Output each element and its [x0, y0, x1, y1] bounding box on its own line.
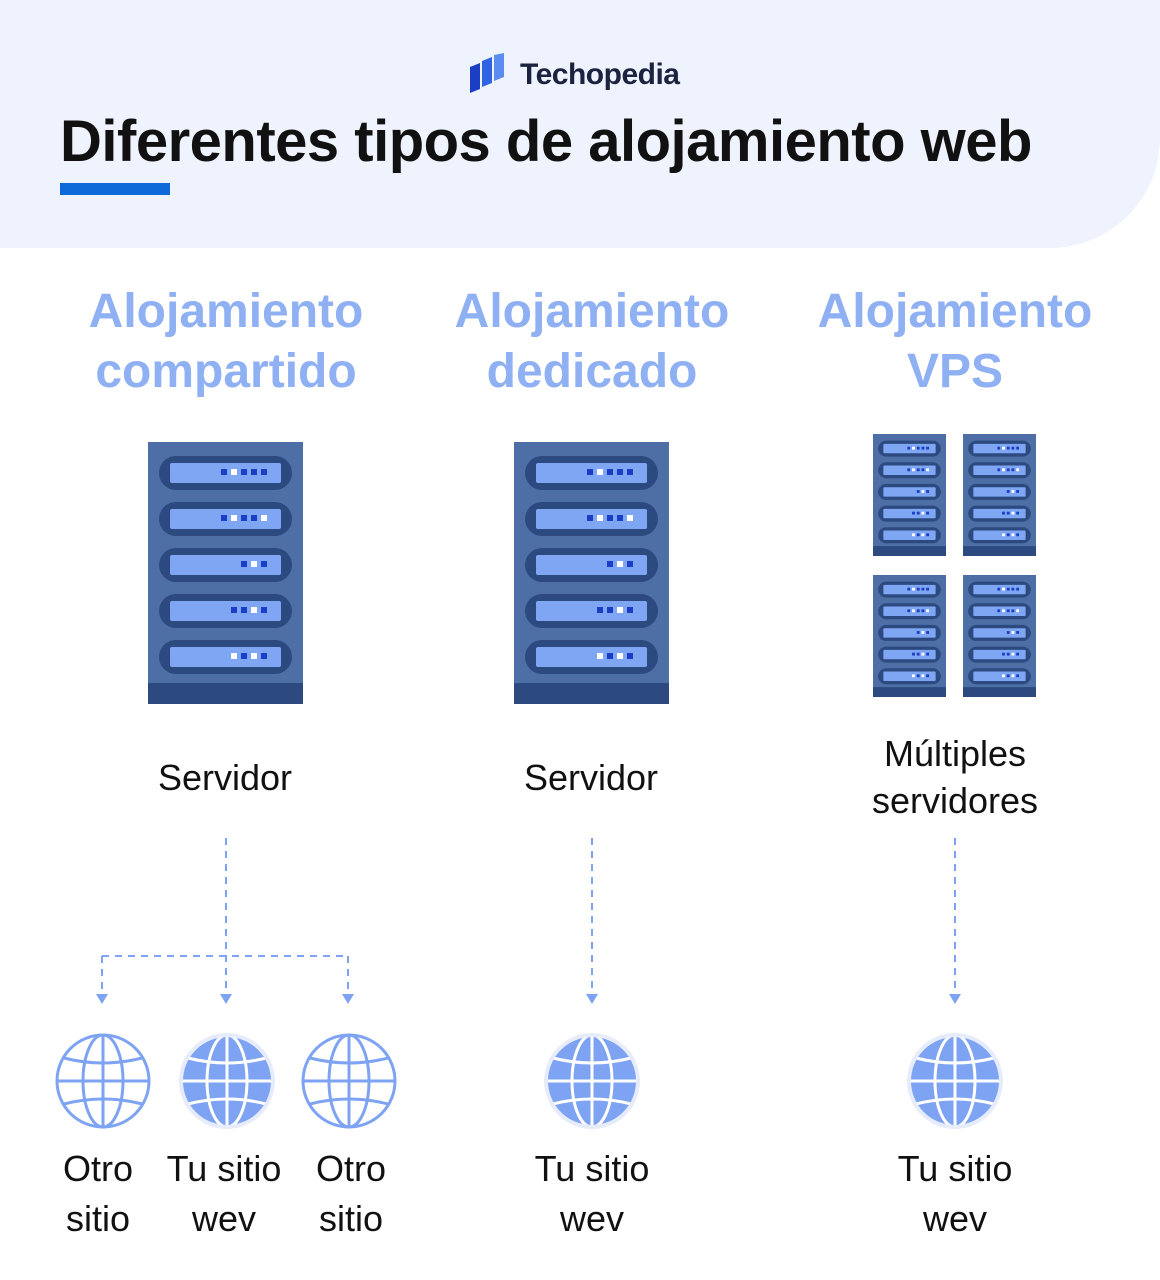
- site-label-line: Otro: [315, 1148, 386, 1189]
- server-label-line: Servidor: [523, 757, 659, 798]
- heading-shared-hosting: Alojamiento compartido: [46, 282, 406, 402]
- heading-vps-hosting: Alojamiento VPS: [775, 282, 1135, 402]
- site-label-line: sitio: [318, 1198, 384, 1239]
- server-label: Servidor: [75, 754, 375, 801]
- arrow-head-icon: [586, 994, 598, 1004]
- server-small-icon: [963, 434, 1036, 556]
- site-label-line: sitio: [65, 1198, 131, 1239]
- brand-name: Techopedia: [520, 58, 680, 91]
- techopedia-logo-icon: [470, 53, 504, 93]
- server-label-line: servidores: [871, 780, 1039, 821]
- heading-line: Alojamiento: [817, 285, 1093, 338]
- server-label: Múltiples servidores: [805, 730, 1105, 824]
- site-label-line: wev: [191, 1198, 257, 1239]
- server-label-line: Servidor: [157, 757, 293, 798]
- heading-line: dedicado: [486, 345, 698, 398]
- globe-outline-icon: [55, 1033, 151, 1129]
- arrow-head-icon: [220, 994, 232, 1004]
- server-rack-icon: [148, 442, 303, 704]
- header-background: [0, 0, 1160, 248]
- site-label: Tu sitio wev: [512, 1144, 672, 1244]
- heading-dedicated-hosting: Alojamiento dedicado: [412, 282, 772, 402]
- arrow-head-icon: [949, 994, 961, 1004]
- heading-line: Alojamiento: [88, 285, 364, 338]
- server-label: Servidor: [441, 754, 741, 801]
- globe-filled-icon: [179, 1033, 275, 1129]
- server-label-line: Múltiples: [883, 733, 1027, 774]
- site-label-line: wev: [922, 1198, 988, 1239]
- site-label-line: Otro: [62, 1148, 133, 1189]
- heading-line: compartido: [95, 345, 357, 398]
- server-small-icon: [873, 575, 946, 697]
- site-label: Otro sitio: [271, 1144, 431, 1244]
- arrow-head-icon: [96, 994, 108, 1004]
- globe-outline-icon: [301, 1033, 397, 1129]
- site-label: Tu sitio wev: [875, 1144, 1035, 1244]
- page-title: Diferentes tipos de alojamiento web: [60, 109, 1032, 174]
- site-label-line: Tu sitio: [166, 1148, 282, 1189]
- site-label-line: Tu sitio: [897, 1148, 1013, 1189]
- title-underline: [60, 183, 170, 195]
- heading-line: Alojamiento: [454, 285, 730, 338]
- server-small-icon: [963, 575, 1036, 697]
- server-rack-icon: [514, 442, 669, 704]
- site-label-line: wev: [559, 1198, 625, 1239]
- brand: Techopedia: [468, 52, 680, 98]
- server-small-icon: [873, 434, 946, 556]
- globe-filled-icon: [907, 1033, 1003, 1129]
- site-label-line: Tu sitio: [534, 1148, 650, 1189]
- heading-line: VPS: [906, 345, 1004, 398]
- arrow-head-icon: [342, 994, 354, 1004]
- site-label: Tu sitio wev: [144, 1144, 304, 1244]
- site-label: Otro sitio: [18, 1144, 178, 1244]
- globe-filled-icon: [544, 1033, 640, 1129]
